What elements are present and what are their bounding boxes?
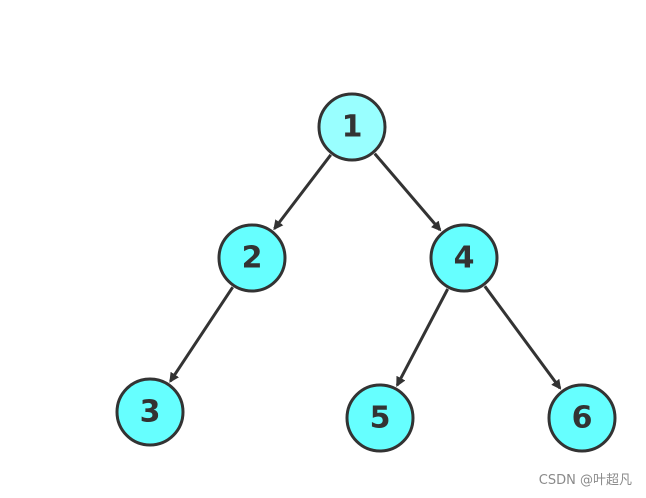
edge-4-to-6 xyxy=(483,285,562,390)
node-label-4: 4 xyxy=(454,241,475,276)
node-circle-3 xyxy=(115,377,185,447)
node-label-1: 1 xyxy=(342,110,363,145)
node-circle-2 xyxy=(217,223,287,293)
node-circle-6 xyxy=(547,383,617,453)
node-circle-4 xyxy=(429,223,499,293)
edge-1-to-4 xyxy=(373,152,442,232)
node-label-2: 2 xyxy=(242,241,263,276)
tree-nodes: 1 2 4 3 5 6 xyxy=(115,92,617,453)
tree-node-2: 2 xyxy=(217,223,287,293)
edge-2-to-3 xyxy=(169,286,234,383)
tree-node-4: 4 xyxy=(429,223,499,293)
tree-node-5: 5 xyxy=(345,383,415,453)
node-label-6: 6 xyxy=(572,401,593,436)
tree-edges xyxy=(169,152,562,390)
tree-node-1: 1 xyxy=(317,92,387,162)
edge-1-to-2 xyxy=(273,153,332,231)
node-label-5: 5 xyxy=(370,401,391,436)
watermark: CSDN @叶超凡 xyxy=(538,473,632,488)
tree-node-6: 6 xyxy=(547,383,617,453)
edge-4-to-5 xyxy=(395,288,450,387)
node-label-3: 3 xyxy=(140,395,161,430)
node-circle-1 xyxy=(317,92,387,162)
tree-node-3: 3 xyxy=(115,377,185,447)
node-circle-5 xyxy=(345,383,415,453)
